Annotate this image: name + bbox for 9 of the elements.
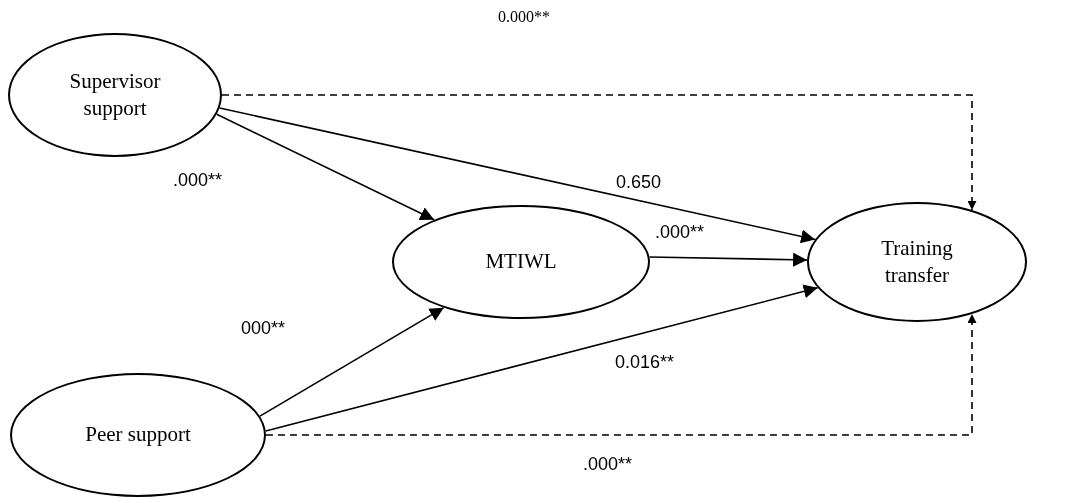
arrow xyxy=(648,252,808,267)
arrow xyxy=(221,94,977,211)
arrow xyxy=(259,306,445,417)
arrow xyxy=(265,313,977,436)
node-label: Peer support xyxy=(85,421,191,449)
node-label: Supervisor support xyxy=(68,67,162,122)
arrow xyxy=(264,284,819,432)
node-label: MTIWL xyxy=(485,248,557,276)
node-label: Training transfer xyxy=(880,234,954,289)
